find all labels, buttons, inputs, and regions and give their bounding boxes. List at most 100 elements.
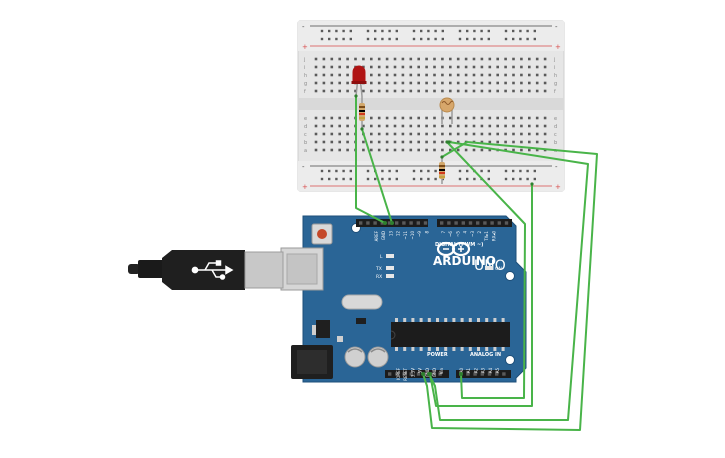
- wire-resistor-to-pin13[interactable]: [361, 128, 393, 224]
- header-pin[interactable]: [461, 221, 465, 225]
- header-pin[interactable]: [440, 221, 444, 225]
- breadboard-hole: [377, 140, 381, 144]
- header-pin[interactable]: [468, 221, 473, 225]
- header-pin[interactable]: [454, 221, 458, 225]
- breadboard-hole: [433, 89, 436, 93]
- usb-symbol-icon: [191, 260, 234, 280]
- breadboard-hole: [362, 57, 365, 61]
- header-pin[interactable]: [380, 221, 384, 225]
- breadboard-hole: [401, 124, 405, 128]
- breadboard-hole: [346, 124, 349, 128]
- breadboard-hole: [496, 124, 499, 128]
- rail-hole: [335, 29, 338, 33]
- header-pin[interactable]: [395, 372, 399, 376]
- breadboard-hole: [393, 81, 397, 85]
- digital-header-right[interactable]: [437, 219, 512, 227]
- breadboard-hole: [543, 140, 547, 144]
- header-pin[interactable]: [366, 221, 370, 225]
- wire-bottom-rail[interactable]: [429, 183, 533, 407]
- breadboard-hole: [377, 132, 381, 136]
- rail-hole: [366, 177, 370, 181]
- header-pin[interactable]: [373, 221, 377, 225]
- breadboard-hole: [338, 140, 341, 144]
- on-led-label: ON: [495, 266, 502, 272]
- breadboard-hole: [330, 116, 334, 120]
- rail-hole: [388, 177, 391, 181]
- breadboard-hole: [330, 132, 334, 136]
- l-led: [386, 254, 394, 258]
- resistor-led[interactable]: [359, 96, 365, 129]
- wire-ldr-to-5v[interactable]: [422, 141, 598, 431]
- header-pin[interactable]: [395, 221, 399, 225]
- breadboard-hole: [425, 89, 428, 93]
- header-pin[interactable]: [431, 372, 435, 376]
- photoresistor[interactable]: [439, 97, 455, 124]
- breadboard-hole: [480, 73, 484, 77]
- header-pin[interactable]: [438, 372, 442, 376]
- wire-ldr-to-a0[interactable]: [446, 141, 526, 399]
- breadboard-hole: [346, 116, 349, 120]
- usb-cable[interactable]: [128, 250, 284, 290]
- rail-hole: [342, 169, 345, 173]
- header-pin[interactable]: [423, 221, 428, 225]
- wires[interactable]: [355, 95, 598, 431]
- header-pin[interactable]: [424, 372, 428, 376]
- header-pin[interactable]: [359, 221, 363, 225]
- wire-led-to-gnd[interactable]: [355, 95, 386, 224]
- breadboard-hole: [441, 124, 444, 128]
- chip-pin: [501, 347, 505, 351]
- breadboard-hole: [370, 124, 373, 128]
- chip-pin: [477, 318, 480, 322]
- header-pin[interactable]: [483, 221, 487, 225]
- breadboard-hole: [535, 116, 539, 120]
- header-pin[interactable]: [487, 372, 492, 376]
- header-pin[interactable]: [476, 221, 480, 225]
- header-pin[interactable]: [402, 221, 406, 225]
- breadboard-hole: [401, 148, 405, 152]
- chip-pin: [452, 318, 456, 322]
- reset-button-cap[interactable]: [317, 229, 327, 239]
- resistor-ldr[interactable]: [439, 157, 445, 184]
- breadboard-hole: [488, 65, 492, 69]
- rail-hole: [441, 37, 444, 41]
- capacitor: [344, 346, 366, 368]
- rail-hole: [466, 177, 469, 181]
- breadboard-hole: [480, 124, 484, 128]
- rail-hole: [434, 37, 437, 41]
- rail-hole: [395, 169, 398, 173]
- breadboard-hole: [346, 148, 349, 152]
- breadboard-hole: [409, 116, 413, 120]
- breadboard-hole: [362, 89, 365, 93]
- header-pin[interactable]: [447, 221, 451, 225]
- breadboard-hole: [433, 148, 436, 152]
- resistor-band: [359, 113, 365, 115]
- resistor-band: [439, 169, 445, 171]
- wire-rail-to-gnd[interactable]: [428, 141, 589, 421]
- rail-hole: [395, 37, 398, 41]
- red-led[interactable]: [351, 65, 367, 97]
- header-pin[interactable]: [387, 221, 392, 225]
- header-pin[interactable]: [409, 221, 413, 225]
- header-pin[interactable]: [504, 221, 509, 225]
- row-letter: c: [304, 132, 307, 138]
- breadboard-hole: [449, 148, 452, 152]
- header-pin[interactable]: [480, 372, 484, 376]
- header-pin[interactable]: [416, 221, 420, 225]
- photoresistor-trace: [441, 100, 453, 105]
- rail-hole: [526, 37, 529, 41]
- row-letter: d: [304, 124, 307, 130]
- header-pin[interactable]: [402, 372, 406, 376]
- header-pin[interactable]: [409, 372, 413, 376]
- header-pin[interactable]: [490, 221, 494, 225]
- header-pin[interactable]: [466, 372, 470, 376]
- rail-hole: [335, 169, 338, 173]
- header-pin[interactable]: [416, 372, 421, 376]
- header-pin[interactable]: [473, 372, 477, 376]
- header-pin[interactable]: [388, 372, 392, 376]
- rail-hole: [512, 169, 515, 173]
- header-pin[interactable]: [502, 372, 506, 376]
- header-pin[interactable]: [495, 372, 499, 376]
- header-pin[interactable]: [497, 221, 501, 225]
- arduino-uno[interactable]: ARDUINO UNO DIGITAL (PWM ~) POWER ANALOG…: [280, 215, 527, 383]
